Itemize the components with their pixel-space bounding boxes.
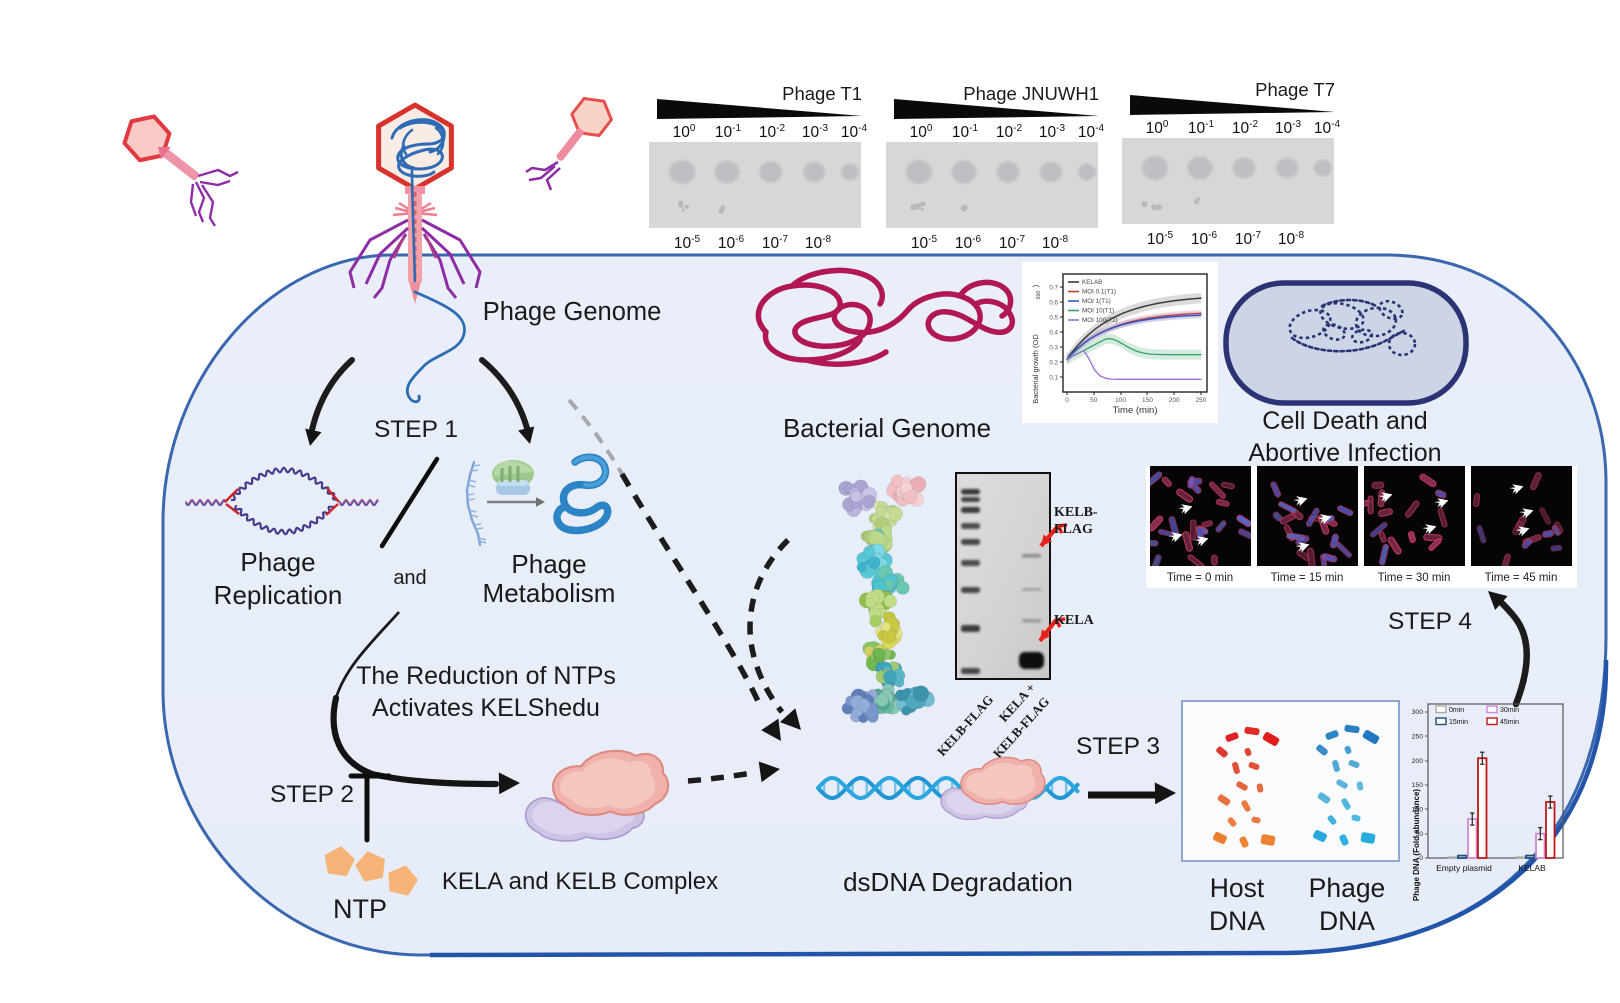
svg-text:KELA and KELB Complex: KELA and KELB Complex bbox=[442, 868, 718, 895]
svg-text:The Reduction of NTPs: The Reduction of NTPs bbox=[356, 662, 616, 690]
svg-text:0.6: 0.6 bbox=[1049, 300, 1058, 307]
svg-text:Phage T1: Phage T1 bbox=[782, 83, 862, 104]
svg-text:DNA: DNA bbox=[1319, 906, 1375, 936]
svg-text:0: 0 bbox=[1419, 855, 1423, 862]
svg-text:MOI 0.1(T1): MOI 0.1(T1) bbox=[1082, 289, 1116, 296]
svg-text:Bacterial growth (OD: Bacterial growth (OD bbox=[1031, 334, 1040, 404]
svg-text:MOI 1(T1): MOI 1(T1) bbox=[1082, 298, 1111, 305]
svg-text:Phage: Phage bbox=[1309, 873, 1386, 903]
svg-text:0.1: 0.1 bbox=[1049, 374, 1058, 381]
svg-text:): ) bbox=[1031, 284, 1040, 287]
svg-text:Time = 45 min: Time = 45 min bbox=[1485, 572, 1558, 584]
svg-text:100: 100 bbox=[1412, 807, 1424, 814]
svg-text:200: 200 bbox=[1412, 758, 1424, 765]
svg-text:FLAG: FLAG bbox=[1054, 522, 1093, 537]
svg-text:0: 0 bbox=[1065, 397, 1069, 404]
svg-text:Time = 30 min: Time = 30 min bbox=[1378, 572, 1451, 584]
svg-text:0.7: 0.7 bbox=[1049, 285, 1058, 292]
svg-text:Activates KELShedu: Activates KELShedu bbox=[372, 694, 600, 722]
svg-text:Metabolism: Metabolism bbox=[483, 578, 616, 608]
svg-text:KELAB: KELAB bbox=[1082, 279, 1102, 286]
svg-text:Time = 15 min: Time = 15 min bbox=[1271, 572, 1344, 584]
svg-text:dsDNA Degradation: dsDNA Degradation bbox=[843, 867, 1073, 897]
svg-text:0.3: 0.3 bbox=[1049, 344, 1058, 351]
svg-text:Phage JNUWH1: Phage JNUWH1 bbox=[963, 83, 1099, 104]
svg-text:Phage Genome: Phage Genome bbox=[483, 298, 662, 326]
svg-text:NTP: NTP bbox=[333, 894, 387, 924]
svg-text:DNA: DNA bbox=[1209, 906, 1265, 936]
svg-text:150: 150 bbox=[1412, 782, 1424, 789]
svg-text:300: 300 bbox=[1412, 709, 1424, 716]
svg-text:250: 250 bbox=[1412, 734, 1424, 741]
svg-text:Time = 0 min: Time = 0 min bbox=[1167, 572, 1233, 584]
svg-text:30min: 30min bbox=[1500, 707, 1519, 714]
svg-text:50: 50 bbox=[1415, 831, 1423, 838]
svg-text:MOI 10(T1): MOI 10(T1) bbox=[1082, 308, 1114, 315]
svg-text:200: 200 bbox=[1169, 397, 1180, 404]
svg-text:KELB-: KELB- bbox=[1054, 505, 1098, 520]
svg-text:KELA: KELA bbox=[1054, 613, 1095, 628]
svg-text:STEP 1: STEP 1 bbox=[374, 416, 458, 443]
svg-text:Empty plasmid: Empty plasmid bbox=[1436, 863, 1492, 873]
svg-text:Phage: Phage bbox=[240, 547, 315, 577]
svg-text:Bacterial Genome: Bacterial Genome bbox=[783, 413, 991, 443]
svg-text:KELAB: KELAB bbox=[1518, 863, 1546, 873]
svg-text:MOI 100(T1): MOI 100(T1) bbox=[1082, 317, 1118, 324]
svg-text:Phage T7: Phage T7 bbox=[1255, 79, 1335, 100]
svg-text:45min: 45min bbox=[1500, 719, 1519, 726]
svg-text:0.2: 0.2 bbox=[1049, 359, 1058, 366]
svg-text:Replication: Replication bbox=[214, 580, 343, 610]
svg-text:0min: 0min bbox=[1449, 707, 1464, 714]
svg-text:250: 250 bbox=[1196, 397, 1207, 404]
svg-text:STEP 4: STEP 4 bbox=[1388, 608, 1472, 635]
svg-text:600: 600 bbox=[1036, 291, 1042, 300]
svg-text:Host: Host bbox=[1210, 873, 1265, 903]
svg-text:STEP 3: STEP 3 bbox=[1076, 733, 1160, 760]
svg-text:0.5: 0.5 bbox=[1049, 315, 1058, 322]
svg-text:Phage DNA (Fold abundance): Phage DNA (Fold abundance) bbox=[1412, 789, 1421, 901]
svg-text:0.4: 0.4 bbox=[1049, 329, 1058, 336]
svg-text:100: 100 bbox=[1115, 397, 1126, 404]
svg-text:Time (min): Time (min) bbox=[1112, 405, 1157, 416]
svg-text:Cell Death and: Cell Death and bbox=[1262, 407, 1427, 435]
svg-text:150: 150 bbox=[1142, 397, 1153, 404]
svg-text:STEP 2: STEP 2 bbox=[270, 781, 354, 808]
svg-text:Phage: Phage bbox=[511, 549, 586, 579]
svg-text:Abortive Infection: Abortive Infection bbox=[1248, 439, 1441, 467]
svg-text:and: and bbox=[393, 567, 426, 589]
svg-text:15min: 15min bbox=[1449, 719, 1468, 726]
svg-text:50: 50 bbox=[1090, 397, 1098, 404]
